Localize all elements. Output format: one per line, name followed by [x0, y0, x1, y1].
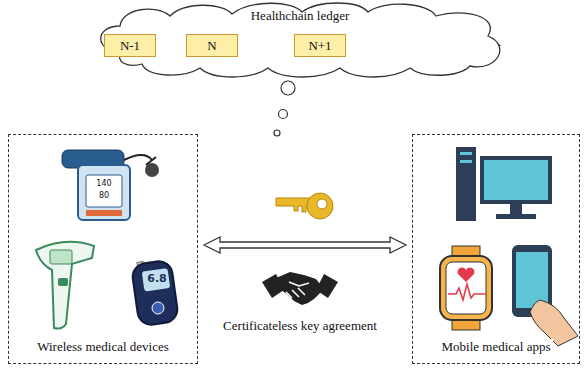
thought-bubble — [274, 130, 280, 136]
smartwatch-icon — [440, 246, 492, 330]
screen-reading: 6.8 — [144, 272, 170, 285]
computer-icon — [456, 147, 552, 221]
smartphone-icon — [512, 245, 578, 346]
connector-arrow — [204, 237, 406, 253]
screen-reading: 80 — [93, 191, 115, 200]
thought-bubble — [281, 81, 295, 95]
block-label: N-1 — [120, 38, 140, 54]
handshake-icon — [262, 272, 338, 305]
key-icon — [276, 193, 333, 219]
caption-label: Certificateless key agreement — [200, 318, 400, 334]
block-label: N — [207, 38, 216, 54]
ledger-block: N — [186, 34, 238, 57]
group-title: Wireless medical devices — [35, 339, 171, 355]
group-title: Mobile medical apps — [439, 339, 552, 355]
device-group: Mobile medical apps — [412, 134, 580, 364]
thought-bubble — [279, 110, 288, 119]
device-group: Wireless medical devices — [8, 134, 198, 364]
ledger-cloud: Healthchain ledgerN-1 N N+1 — [92, 2, 508, 76]
screen-reading: 140 — [93, 179, 115, 188]
glucose-meter — [131, 260, 179, 327]
block-label: N+1 — [308, 38, 331, 54]
thermometer — [36, 242, 94, 329]
blood-pressure-monitor — [62, 150, 159, 220]
group-title: Healthchain ledger — [251, 8, 350, 24]
ledger-block: N+1 — [294, 34, 346, 57]
ledger-block: N-1 — [104, 34, 156, 57]
